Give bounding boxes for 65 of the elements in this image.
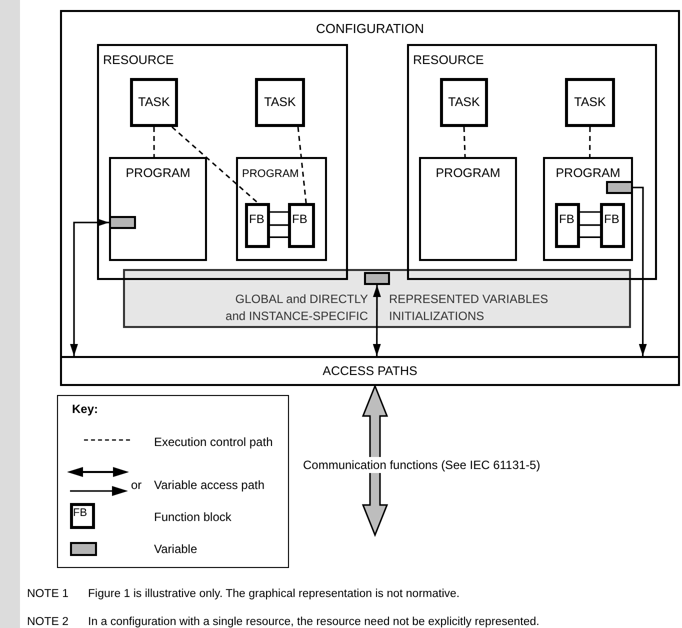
access-path-arrow — [70, 218, 109, 356]
edge-label: Communication functions (See IEC 61131-5) — [302, 457, 542, 473]
function-block — [245, 203, 270, 248]
program-box — [419, 157, 517, 261]
node-label: PROGRAM — [124, 165, 192, 182]
resource-box — [97, 44, 348, 280]
node-label: RESOURCE — [103, 52, 174, 69]
node-label: FB — [559, 211, 574, 228]
connection-line — [270, 211, 288, 213]
access-path-arrow — [372, 285, 381, 356]
program-box — [109, 157, 207, 261]
node-label: TASK — [447, 94, 481, 111]
note-number: NOTE 1 — [27, 587, 69, 602]
node-label: PROGRAM — [554, 165, 622, 182]
variable-block — [109, 216, 136, 229]
execution-control-path — [297, 126, 307, 204]
shared-variables-band — [123, 269, 631, 328]
task-box — [255, 78, 305, 127]
node-label: ACCESS PATHS — [322, 363, 418, 380]
connection-line — [580, 224, 600, 226]
access-path-arrow — [633, 186, 647, 356]
node-label: REPRESENTED VARIABLES INITIALIZATIONS — [389, 291, 550, 325]
connection-line — [270, 236, 288, 238]
task-box — [440, 78, 488, 127]
access-paths-bar — [60, 356, 680, 386]
node-label: FB — [292, 211, 308, 228]
execution-control-path — [463, 126, 466, 158]
node-label: FB — [604, 211, 620, 228]
function-block — [555, 203, 580, 248]
task-box — [130, 78, 178, 127]
connection-line — [270, 224, 288, 226]
communication-arrow — [362, 384, 388, 538]
note-number: NOTE 2 — [27, 615, 69, 628]
node-label: TASK — [573, 94, 607, 111]
sample-label: FB — [73, 506, 88, 521]
legend-label: Variable access path — [154, 477, 265, 493]
legend-note: or — [131, 477, 142, 493]
legend-label: Function block — [154, 509, 232, 525]
legend-title: Key: — [72, 401, 98, 417]
node-label: CONFIGURATION — [314, 20, 426, 37]
resource-box — [407, 44, 657, 280]
node-label: RESOURCE — [413, 52, 484, 69]
variable-block — [606, 181, 633, 194]
function-block — [600, 203, 625, 248]
execution-control-path — [153, 127, 155, 157]
program-box — [236, 157, 327, 261]
node-label: PROGRAM — [242, 167, 299, 182]
legend-label: Variable — [154, 541, 198, 557]
node-label: PROGRAM — [434, 165, 502, 182]
program-box — [543, 157, 633, 261]
node-label: TASK — [137, 94, 171, 111]
note-text: Figure 1 is illustrative only. The graphical representation is not normative. — [88, 587, 460, 602]
variable-block — [364, 272, 390, 285]
node-label: FB — [249, 211, 264, 228]
node-label: TASK — [263, 94, 297, 111]
note-text: In a configuration with a single resource, the resource need not be explicitly represented. — [88, 615, 540, 628]
execution-control-path — [589, 127, 591, 157]
connection-line — [580, 236, 600, 238]
legend-label: Execution control path — [154, 434, 273, 450]
function-block — [288, 203, 315, 248]
node-label: GLOBAL and DIRECTLY and INSTANCE-SPECIFIC — [224, 291, 368, 325]
task-box — [565, 78, 615, 127]
connection-line — [580, 211, 600, 213]
configuration-box — [60, 10, 680, 358]
execution-control-path — [172, 126, 258, 204]
